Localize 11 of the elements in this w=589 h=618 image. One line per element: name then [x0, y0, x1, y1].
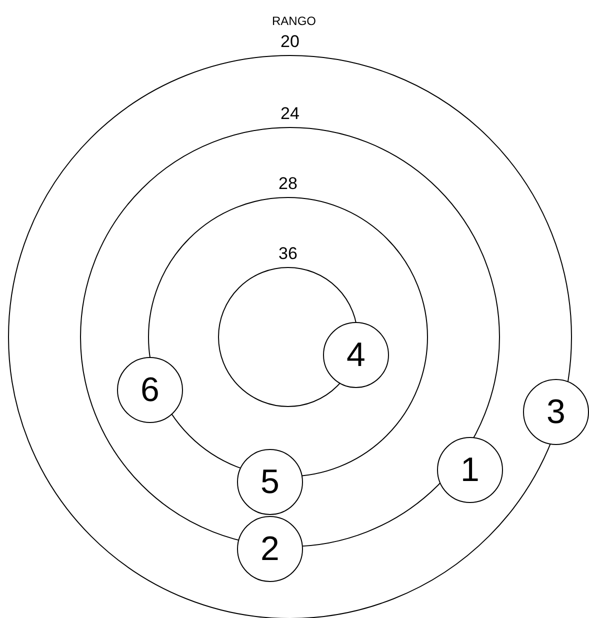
- circle-number: 4: [346, 337, 366, 373]
- circle-number: 5: [260, 464, 280, 500]
- ring-label: 24: [280, 104, 300, 124]
- title-text: RANGO: [272, 14, 316, 28]
- ring-label: 20: [280, 32, 300, 52]
- circle-number: 6: [140, 372, 160, 408]
- ring-label: 28: [278, 174, 298, 194]
- circle-number: 3: [546, 394, 566, 430]
- circle-number: 2: [260, 531, 280, 567]
- ring-label: 36: [278, 244, 298, 264]
- circle-number: 1: [460, 452, 480, 488]
